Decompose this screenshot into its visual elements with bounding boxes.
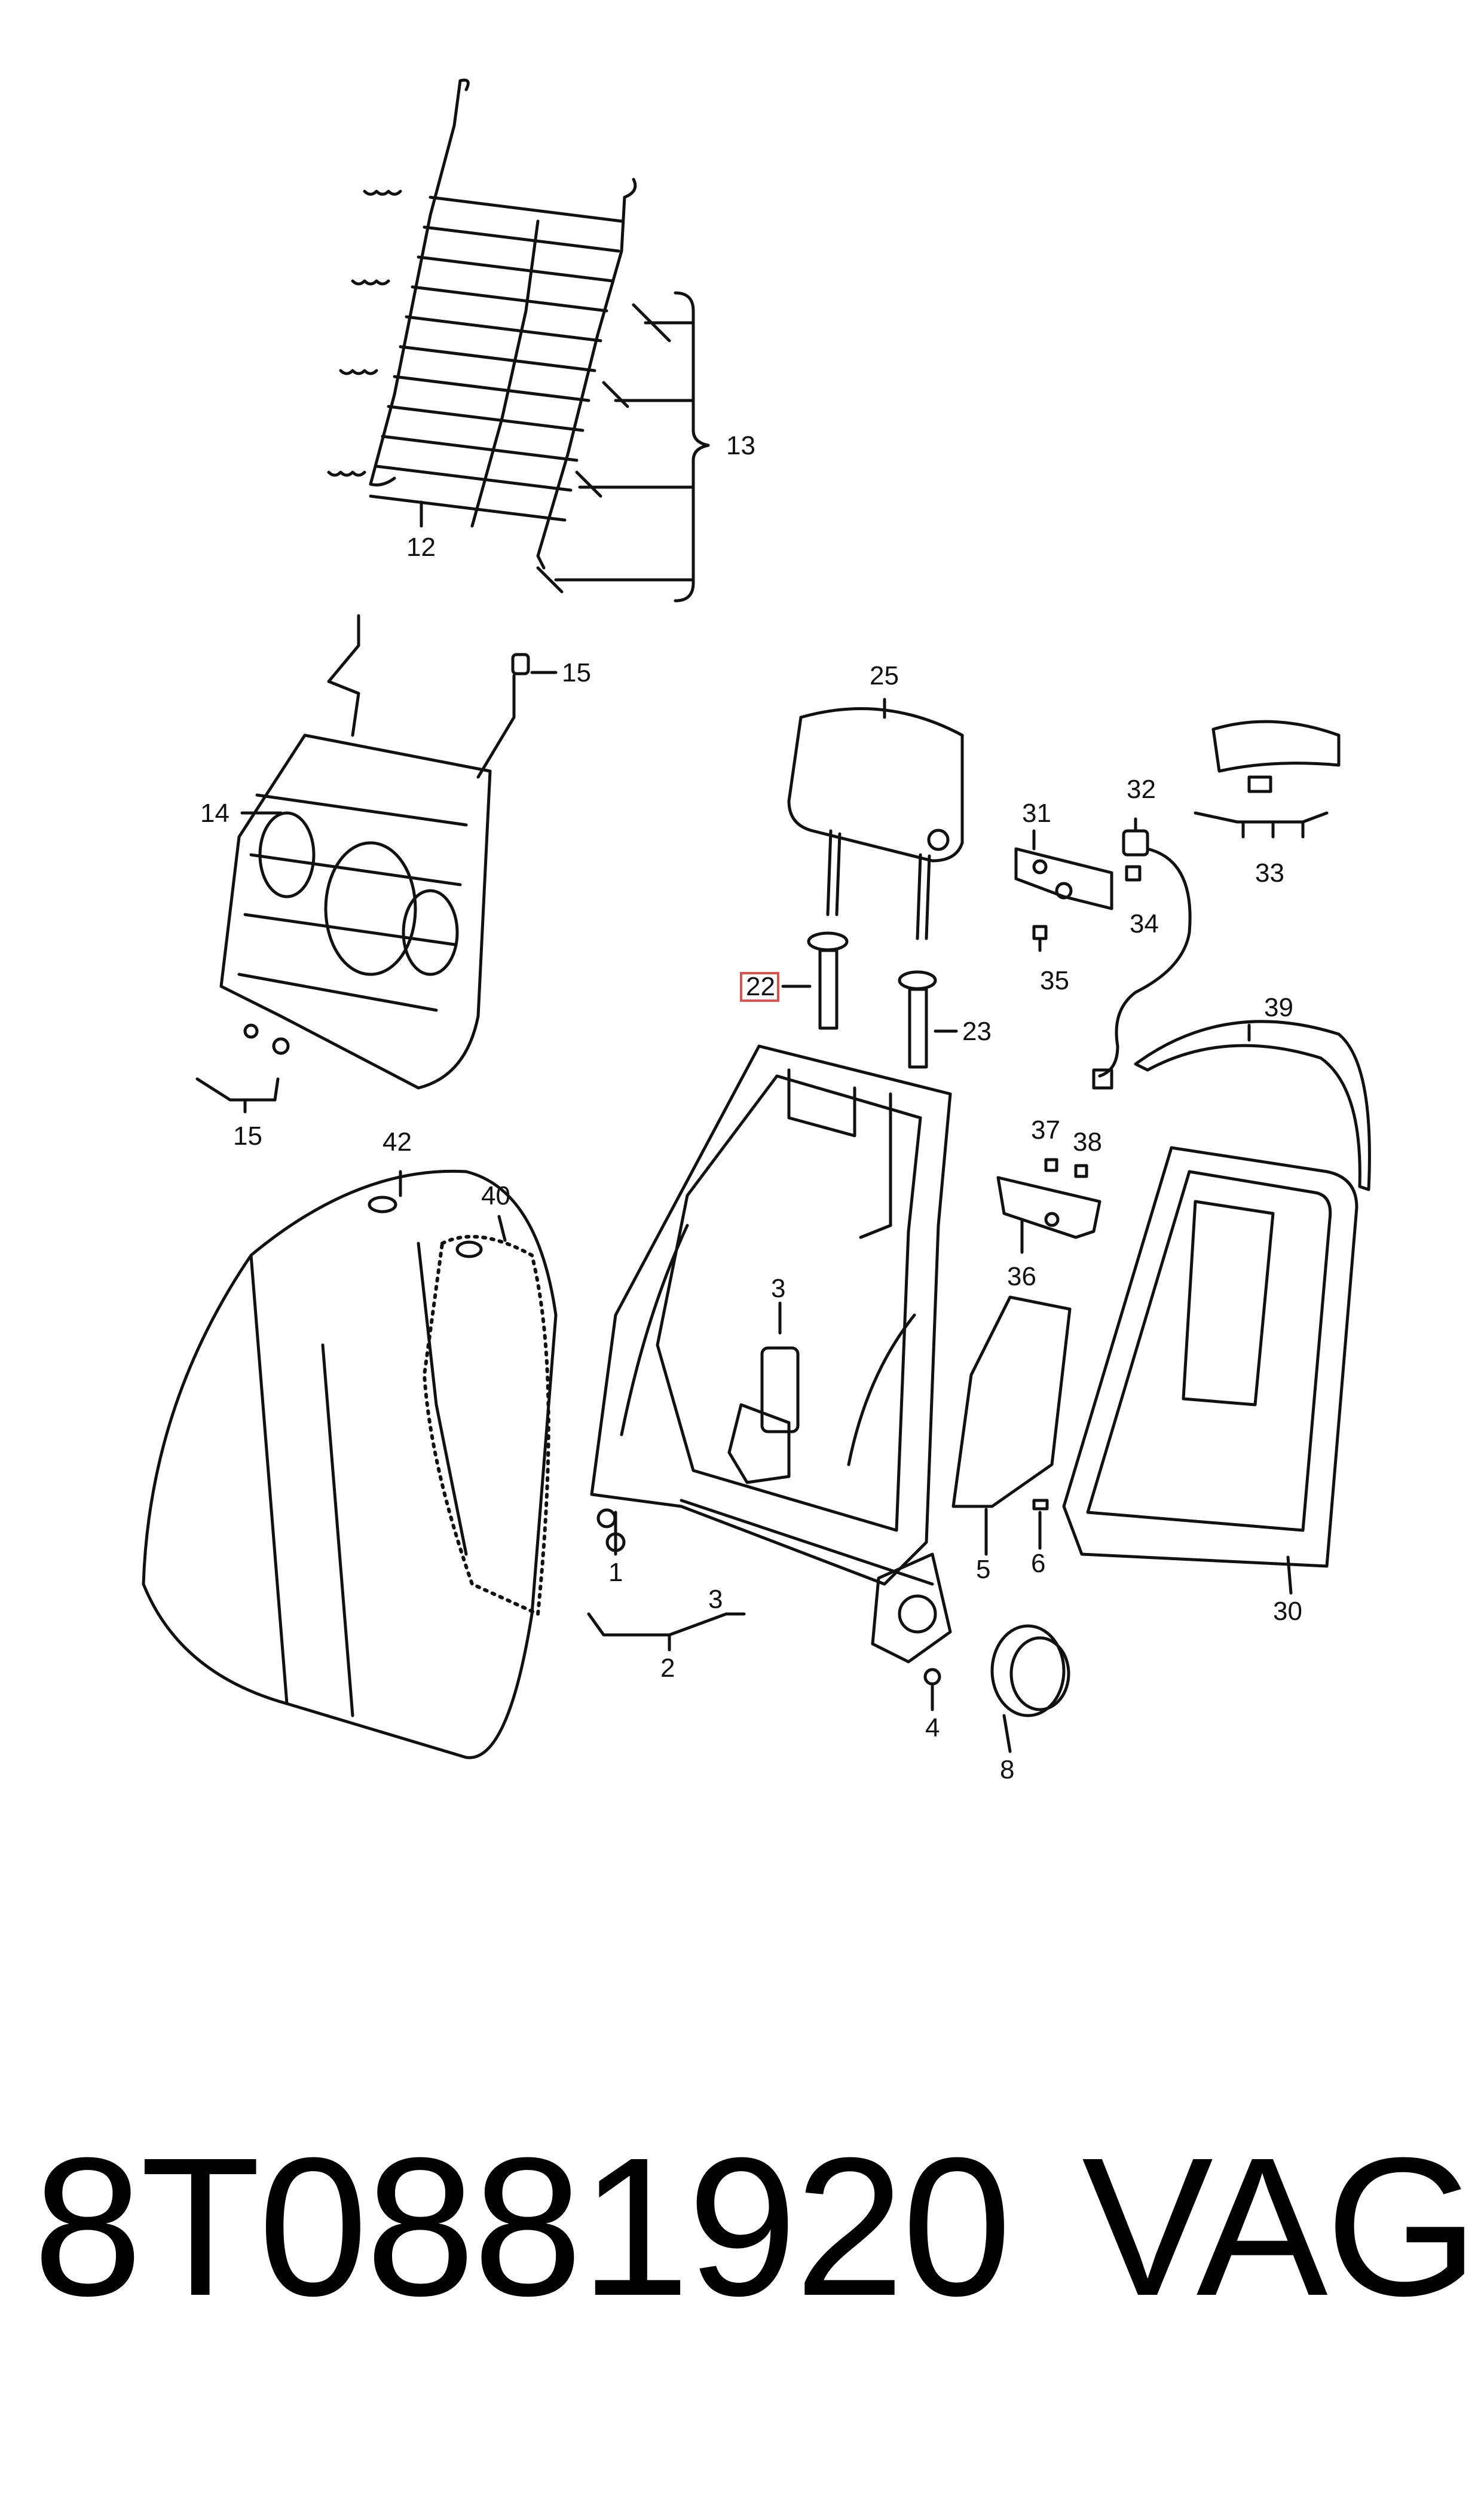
callout-1: 1 (608, 1558, 623, 1587)
backrest-rear-panel (1062, 1146, 1358, 1595)
highlight-box-22 (740, 972, 779, 1002)
callout-33: 33 (1255, 858, 1284, 888)
callout-2: 2 (660, 1653, 675, 1683)
callout-22: 22 (746, 972, 775, 1001)
callout-35: 35 (1040, 966, 1069, 995)
callout-39: 39 (1264, 993, 1293, 1022)
callout-40: 40 (481, 1181, 510, 1210)
callout-37: 37 (1031, 1115, 1060, 1145)
part-number-footer: 8T0881920 VAG (0, 2128, 1484, 2439)
callout-42: 42 (383, 1127, 412, 1157)
callout-36: 36 (1007, 1262, 1036, 1291)
callout-13: 13 (726, 431, 755, 460)
callout-31: 31 (1022, 799, 1051, 828)
headrest (787, 698, 964, 940)
callout-8: 8 (1000, 1755, 1014, 1784)
electrical-components (996, 720, 1341, 1254)
brand-name: VAG (1082, 2116, 1479, 2337)
callout-12: 12 (406, 533, 436, 562)
callout-30: 30 (1273, 1597, 1302, 1626)
callout-15: 15 (233, 1121, 262, 1151)
callout-3: 3 (771, 1274, 785, 1303)
callout-3: 3 (708, 1585, 723, 1614)
lumbar-adjuster-assembly (195, 614, 558, 1114)
headrest-trim (1134, 1020, 1371, 1191)
backrest-frame (587, 1044, 1070, 1753)
backrest-cover (142, 1169, 558, 1759)
callout-38: 38 (1073, 1127, 1102, 1157)
callout-32: 32 (1127, 775, 1156, 804)
callout-14: 14 (200, 799, 230, 828)
callout-5: 5 (976, 1555, 990, 1584)
callout-25: 25 (870, 661, 899, 690)
side-trim-panel (951, 1295, 1072, 1556)
callout-15: 15 (562, 658, 591, 687)
lumbar-support-mat (327, 78, 710, 603)
part-number: 8T0881920 (33, 2116, 1012, 2337)
headrest-guide-sleeves (781, 931, 958, 1069)
callout-6: 6 (1031, 1549, 1045, 1578)
seat-backrest-exploded-diagram: 12 13 15 14 15 25 22 23 31 32 33 34 35 3… (142, 78, 1371, 1784)
backrest-cover-padding (423, 1234, 550, 1616)
callout-23: 23 (962, 1017, 992, 1046)
callout-34: 34 (1130, 909, 1159, 938)
callout-4: 4 (925, 1713, 940, 1742)
